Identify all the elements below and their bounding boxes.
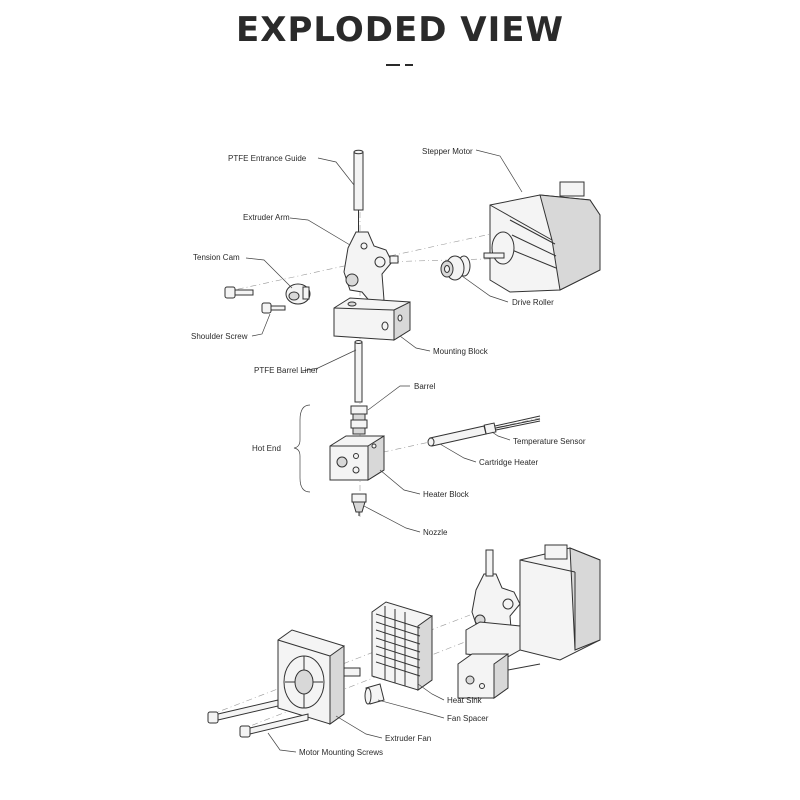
label-mounting-block: Mounting Block — [433, 347, 489, 356]
mounting-block-part — [333, 297, 411, 341]
barrel-part — [350, 405, 368, 435]
extruder-arm-part — [343, 231, 399, 305]
label-hot-end: Hot End — [252, 444, 281, 453]
title-underline — [386, 64, 400, 66]
label-extruder-arm: Extruder Arm — [243, 213, 290, 222]
hot-end-bracket — [293, 404, 311, 493]
leader-lines — [245, 149, 523, 753]
heater-block-part — [329, 435, 385, 481]
extruder-fan-part — [277, 629, 361, 725]
ptfe-barrel-liner-part — [354, 340, 363, 403]
label-tension-cam: Tension Cam — [193, 253, 240, 262]
tension-cam-part — [285, 283, 311, 305]
label-fan-spacer: Fan Spacer — [447, 714, 489, 723]
label-ptfe-entrance-guide: PTFE Entrance Guide — [228, 154, 307, 163]
label-heat-sink: Heat Sink — [447, 696, 483, 705]
page-title: EXPLODED VIEW — [236, 10, 564, 50]
label-temperature-sensor: Temperature Sensor — [513, 437, 586, 446]
label-ptfe-barrel-liner: PTFE Barrel Liner — [254, 366, 318, 375]
stepper-motor-part — [483, 181, 601, 293]
label-cartridge-heater: Cartridge Heater — [479, 458, 538, 467]
label-extruder-fan: Extruder Fan — [385, 734, 431, 743]
heat-sink-part — [371, 601, 433, 691]
ptfe-entrance-guide-part — [353, 149, 364, 232]
nozzle-part — [351, 493, 367, 516]
title-underline-dash — [405, 64, 413, 66]
label-stepper-motor: Stepper Motor — [422, 147, 473, 156]
label-drive-roller: Drive Roller — [512, 298, 554, 307]
fan-spacer-part — [364, 683, 385, 705]
label-nozzle: Nozzle — [423, 528, 448, 537]
shoulder-screw-part — [224, 286, 286, 314]
label-barrel: Barrel — [414, 382, 436, 391]
label-heater-block: Heater Block — [423, 490, 470, 499]
assembled-extruder-part — [457, 544, 601, 699]
motor-mounting-screws-part — [207, 699, 309, 738]
temperature-sensor-part — [483, 415, 541, 435]
label-motor-mounting-screws: Motor Mounting Screws — [299, 748, 383, 757]
label-shoulder-screw: Shoulder Screw — [191, 332, 248, 341]
drive-roller-part — [440, 255, 471, 281]
